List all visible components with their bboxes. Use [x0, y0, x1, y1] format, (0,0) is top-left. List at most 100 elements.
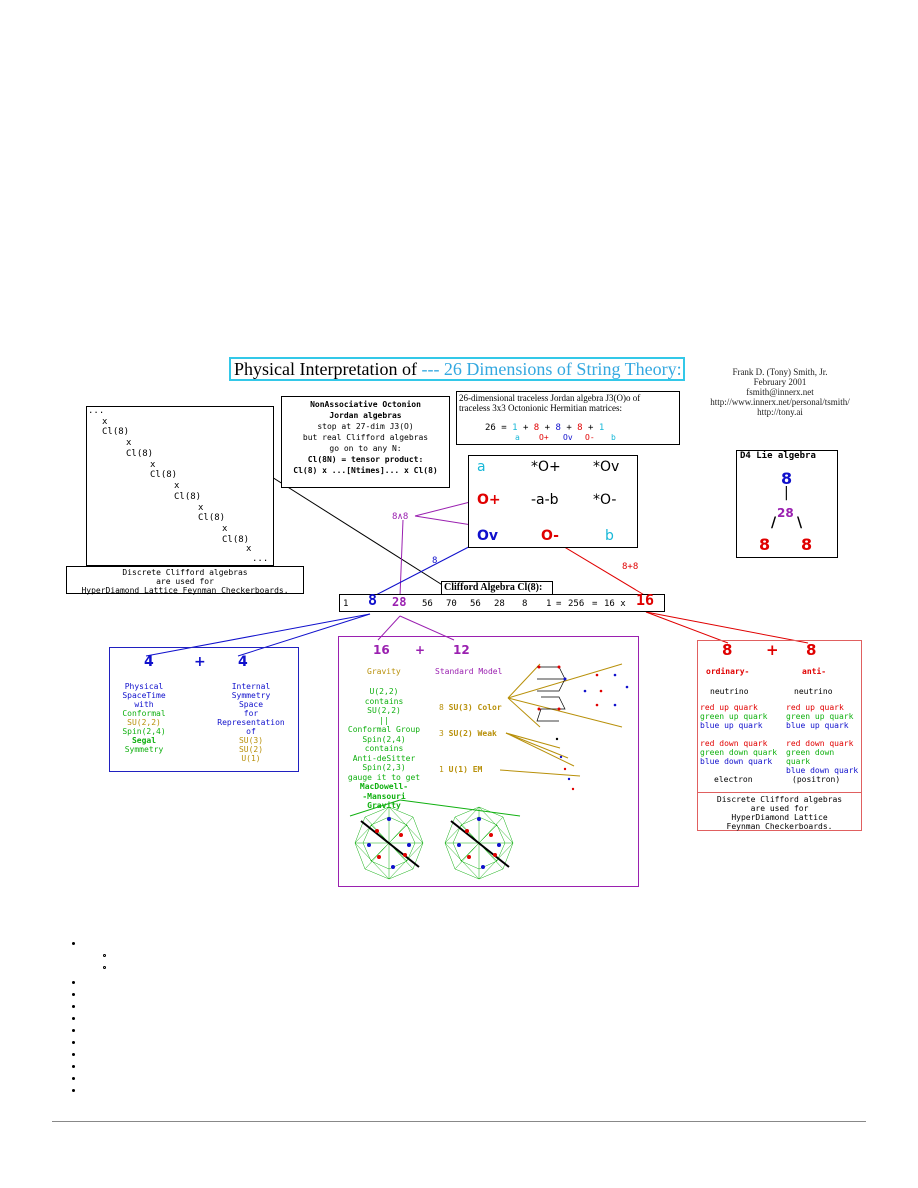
d4-right-node: 8 — [801, 535, 813, 554]
grav-line: -Mansouri — [362, 791, 406, 801]
author-name: Frank D. (Tony) Smith, Jr. — [732, 367, 828, 377]
eq-op: + — [522, 423, 529, 433]
st-line: of — [246, 727, 256, 736]
grav-line: Spin(2,3) — [362, 763, 406, 772]
matrix-cell: -a-b — [531, 492, 559, 508]
tower-line: Cl(8) — [102, 427, 130, 437]
grav-line: Gravity — [367, 801, 401, 810]
bullet — [72, 1005, 75, 1008]
eq: = — [592, 599, 598, 609]
eq-term: 8 — [577, 423, 583, 433]
label-oplus: O+ — [539, 433, 549, 442]
root-polytope-pictures — [354, 806, 514, 880]
eq-sign: = — [501, 423, 507, 433]
grade: 8 — [522, 599, 528, 609]
tower-line: Cl(8) — [198, 513, 226, 523]
grav-line: Anti-deSitter — [352, 753, 416, 763]
tower-line: x — [246, 544, 252, 554]
author-url-1: http://www.innerx.net/personal/tsmith/ — [710, 397, 850, 407]
bivector-12: 12 — [453, 643, 470, 657]
matrix-cell: *O- — [593, 492, 617, 508]
grade-vector: 8 — [368, 591, 378, 609]
sm-count: 8 — [439, 703, 444, 712]
matrix-cell: O- — [541, 528, 559, 544]
gravity-text: U(2,2) contains SU(2,2) || Conformal Gro… — [343, 687, 425, 811]
d4-bar: \ — [797, 515, 803, 531]
tower-line: Cl(8) — [222, 535, 250, 545]
tower-line: x — [150, 460, 156, 470]
tower-line: x — [198, 503, 204, 513]
grav-line: contains — [364, 696, 404, 706]
quark: green down quark — [786, 748, 835, 766]
label-ominus: O- — [585, 433, 595, 442]
bullet — [72, 1053, 75, 1056]
grav-line: MacDowell- — [359, 782, 409, 791]
eq-term: 8 — [533, 423, 540, 433]
quark: red down quark — [700, 739, 768, 748]
tower-line: x — [126, 438, 132, 448]
antineutrino-label: neutrino — [794, 687, 833, 696]
quark: blue down quark — [786, 766, 859, 775]
grav-line: Spin(2,4) — [362, 734, 406, 744]
bullet — [72, 1077, 75, 1080]
nonassoc-line: but real Clifford algebras — [302, 433, 429, 442]
grav-line: gauge it to get — [347, 772, 421, 782]
grav-line: Conformal Group — [347, 725, 421, 734]
grade: 1 — [546, 599, 552, 609]
eq-op: + — [544, 423, 551, 433]
tower-caption-line: are used for — [156, 577, 214, 586]
d4-title: D4 Lie algebra — [740, 451, 816, 461]
bullet — [72, 1017, 75, 1020]
spacetime-box: 4 + 4 Physical SpaceTime with Conformal … — [109, 647, 299, 772]
nonassociative-box: NonAssociative Octonion Jordan algebras … — [281, 396, 450, 488]
cl8-tower-box — [86, 406, 274, 566]
title-highlight: --- 26 Dimensions of String Theory: — [421, 359, 682, 379]
fermion-caption-line: HyperDiamond Lattice — [731, 813, 828, 822]
bivector-box: 16 + 12 Gravity Standard Model U(2,2) co… — [338, 636, 639, 887]
label-8: 8 — [432, 556, 438, 566]
grav-line: SU(2,2) — [367, 706, 401, 715]
sm-heading: Standard Model — [435, 667, 503, 676]
quark: blue down quark — [700, 757, 773, 766]
grav-line: contains — [364, 744, 404, 753]
quark: red up quark — [700, 703, 758, 712]
matrix-cell: O+ — [477, 492, 501, 508]
down-quarks: red down quark green down quark blue dow… — [700, 739, 777, 766]
matrix-cell: *Ov — [593, 459, 620, 475]
st-line: Symmetry — [231, 691, 271, 700]
spacetime-left: Physical SpaceTime with Conformal SU(2,2… — [112, 682, 176, 754]
bullet — [72, 981, 75, 984]
sm-group: SU(2) Weak — [448, 729, 497, 738]
st-line: Conformal — [122, 709, 166, 718]
d4-left-node: 8 — [759, 535, 771, 554]
matrix-cell: a — [477, 459, 486, 475]
gravity-heading: Gravity — [367, 667, 401, 676]
diagram-title: Physical Interpretation of --- 26 Dimens… — [229, 357, 685, 381]
nonassoc-line: go on to any N: — [329, 444, 402, 453]
eq-op: + — [566, 423, 572, 433]
author-url-2: http://tony.ai — [757, 407, 803, 417]
st-line: for — [243, 709, 259, 718]
anti-heading: anti- — [802, 667, 827, 676]
tower-line: Cl(8) — [174, 492, 202, 502]
st-line: Segal — [131, 736, 157, 745]
author-email: fsmith@innerx.net — [746, 387, 814, 397]
st-line: Space — [238, 700, 264, 709]
spinor-8-b: 8 — [806, 641, 817, 659]
bullet — [72, 993, 75, 996]
plus: + — [415, 643, 426, 657]
quark: red down quark — [786, 739, 854, 748]
grav-line: || — [379, 715, 389, 725]
sm-group: U(1) EM — [448, 765, 483, 774]
fermion-box: 8 + 8 ordinary- anti- neutrino neutrino … — [697, 640, 862, 793]
bullet-list — [72, 938, 132, 1100]
factor: 16 x — [604, 599, 626, 609]
bullet — [72, 1029, 75, 1032]
eq-op: + — [588, 423, 594, 433]
plus: + — [766, 641, 779, 659]
plus: + — [194, 654, 206, 670]
vector-4-a: 4 — [144, 654, 154, 670]
matrix-cell: *O+ — [531, 459, 561, 475]
spinor-8-a: 8 — [722, 641, 733, 659]
positron-label: (positron) — [792, 775, 841, 784]
